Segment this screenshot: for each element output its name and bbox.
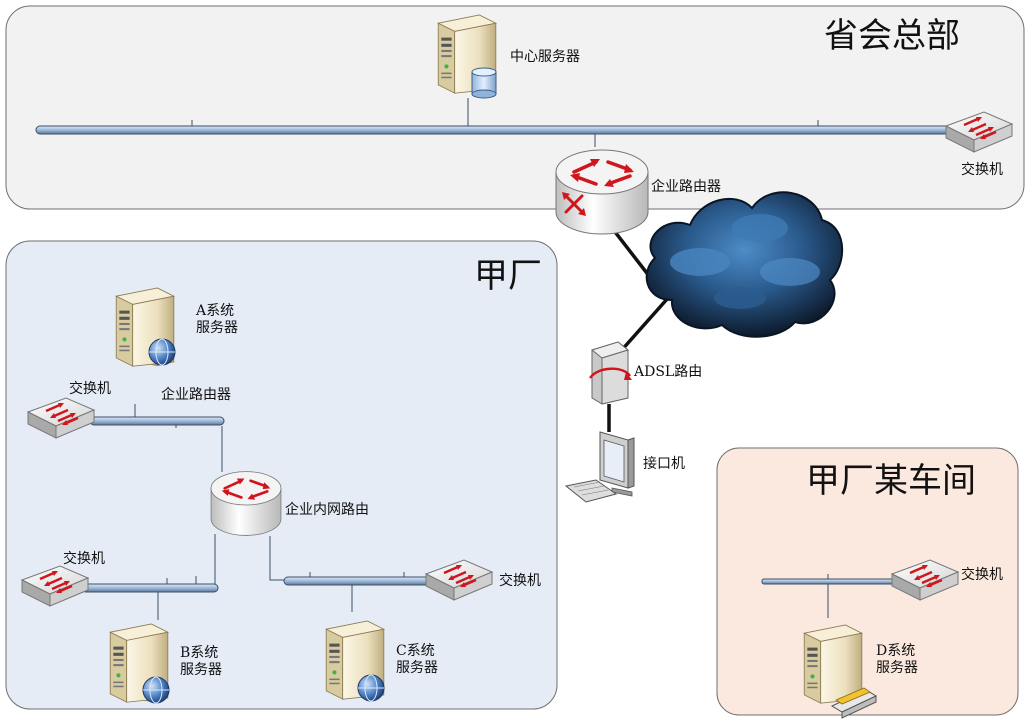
factory-a-bus-left bbox=[81, 583, 219, 593]
b-server-icon bbox=[109, 623, 170, 704]
d-server-label-line1: D系统 bbox=[876, 643, 916, 659]
hq-switch-label: 交换机 bbox=[961, 162, 1003, 178]
center-server-icon bbox=[437, 14, 497, 99]
fa-switch-left-label: 交换机 bbox=[63, 551, 105, 567]
a-server-label-line2: 服务器 bbox=[196, 320, 238, 336]
hq-zone-title: 省会总部 bbox=[824, 16, 960, 56]
b-server-label-line1: B系统 bbox=[180, 645, 219, 661]
hq-router-label: 企业路由器 bbox=[651, 179, 721, 195]
globe-icon bbox=[148, 338, 176, 366]
d-server-label-line2: 服务器 bbox=[876, 660, 918, 676]
d-server-icon bbox=[803, 624, 878, 719]
fa-router-label: 企业路由器 bbox=[161, 387, 231, 403]
internet-cloud-icon bbox=[645, 191, 844, 338]
interface-pc-label: 接口机 bbox=[643, 456, 685, 472]
workshop-zone-title: 甲厂某车间 bbox=[806, 461, 976, 501]
globe-icon bbox=[142, 676, 170, 704]
factory-a-bus-right bbox=[283, 576, 433, 586]
database-icon bbox=[471, 67, 497, 99]
factory-a-zone-title: 甲厂 bbox=[474, 256, 542, 296]
c-server-label-line1: C系统 bbox=[396, 643, 435, 659]
fa-switch-top-label: 交换机 bbox=[69, 381, 111, 397]
factory-a-bus-top bbox=[89, 416, 225, 426]
ws-switch-label: 交换机 bbox=[961, 567, 1003, 583]
workshop-bus bbox=[761, 578, 903, 585]
hq-zone bbox=[5, 5, 1025, 210]
fa-switch-right-label: 交换机 bbox=[499, 573, 541, 589]
c-server-label-line2: 服务器 bbox=[396, 660, 438, 676]
intranet-router-icon bbox=[209, 470, 283, 537]
workstation-icon bbox=[564, 431, 635, 503]
a-server-label-line1: A系统 bbox=[196, 303, 235, 319]
tape-drive-icon bbox=[830, 687, 878, 719]
intranet-router-label: 企业内网路由 bbox=[285, 502, 369, 518]
b-server-label-line2: 服务器 bbox=[180, 662, 222, 678]
hq-router-icon bbox=[554, 148, 650, 236]
globe-icon bbox=[357, 674, 385, 702]
adsl-router-label: ADSL路由 bbox=[634, 364, 703, 380]
c-server-icon bbox=[325, 620, 385, 702]
center-server-label: 中心服务器 bbox=[510, 49, 580, 65]
factory-a-zone bbox=[5, 240, 558, 710]
adsl-modem-icon bbox=[589, 341, 632, 405]
a-server-icon bbox=[115, 287, 176, 367]
